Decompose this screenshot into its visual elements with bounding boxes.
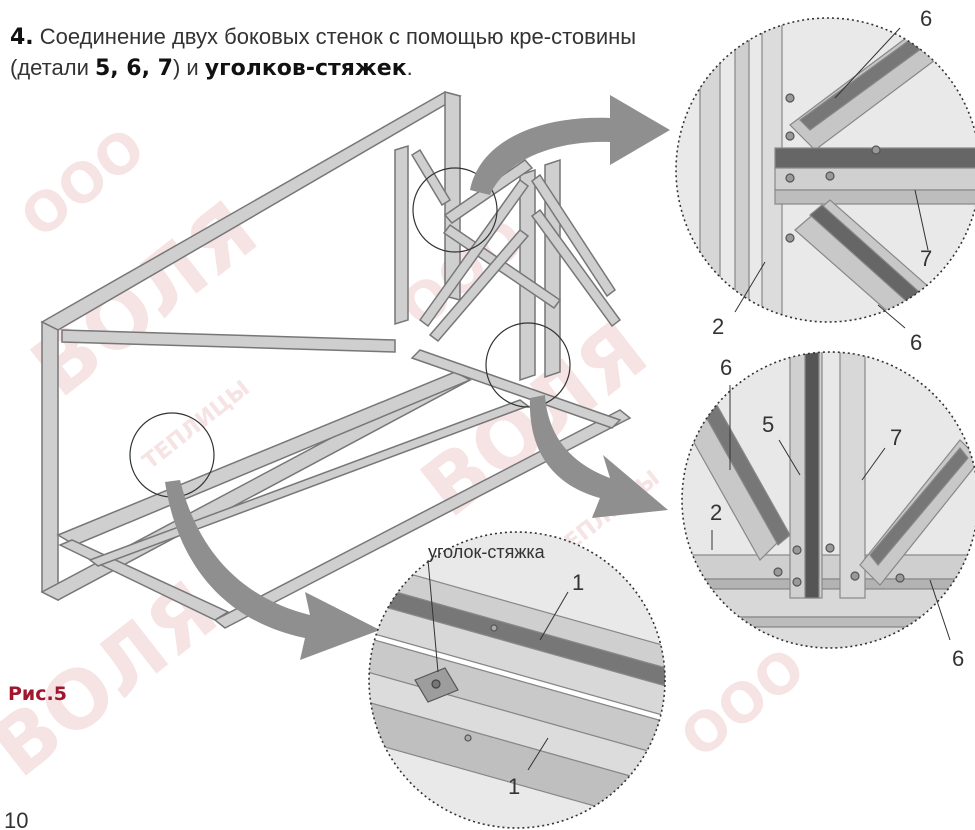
heading-text-middle: ) и: [172, 55, 205, 80]
heading-parts: 5, 6, 7: [94, 56, 173, 81]
detail-marker-middle: [485, 322, 571, 408]
label-part-6-mid-b: 6: [952, 646, 964, 671]
label-connector: уголок-стяжка: [428, 542, 546, 562]
arrow-to-middle-right: [529, 395, 668, 518]
label-part-2-mid: 2: [710, 500, 722, 525]
callout-middle-right: 6 5 7 2 6: [681, 351, 975, 671]
page-number: 10: [4, 808, 29, 830]
heading-connector: уголков-стяжек: [204, 56, 407, 81]
label-part-6-mid: 6: [720, 355, 732, 380]
frame-left-post: [41, 320, 59, 602]
frame-floor-edge: [213, 409, 632, 629]
label-part-7-top: 7: [920, 246, 932, 271]
frame-mid-post: [394, 144, 409, 326]
frame-inner-beam: [61, 329, 396, 353]
step-number: 4.: [10, 25, 34, 50]
frame-truss-1: [530, 173, 617, 298]
frame-truss-4: [428, 228, 530, 343]
frame-floor-diagonal: [88, 399, 530, 567]
heading-text-end: .: [406, 55, 413, 80]
heading-text-before: Соединение двух боковых стенок с помощью…: [10, 24, 637, 80]
label-part-1-b: 1: [508, 774, 520, 799]
arrow-to-bottom: [165, 480, 380, 660]
greenhouse-frame: [40, 91, 632, 629]
label-part-7-mid: 7: [890, 425, 902, 450]
frame-truss-3: [418, 178, 530, 328]
callout-bottom: уголок-стяжка 1 1: [368, 531, 666, 829]
label-part-6-top-b: 6: [910, 330, 922, 355]
figure-caption: Рис.5: [8, 683, 67, 705]
label-part-5-mid: 5: [762, 412, 774, 437]
frame-brace: [410, 148, 452, 207]
step-heading: 4. Соединение двух боковых стенок с помо…: [10, 22, 670, 84]
callout-arrows: [165, 95, 670, 660]
detail-marker-top: [412, 167, 498, 253]
arrow-to-top-right: [470, 95, 670, 195]
frame-truss-2: [530, 208, 622, 328]
frame-back-post: [519, 168, 536, 382]
label-part-1-a: 1: [572, 570, 584, 595]
label-part-2-top: 2: [712, 314, 724, 339]
label-part-6-top: 6: [920, 6, 932, 31]
frame-side-rail: [410, 349, 622, 429]
callout-top-right: 6 7 2 6: [675, 6, 975, 355]
